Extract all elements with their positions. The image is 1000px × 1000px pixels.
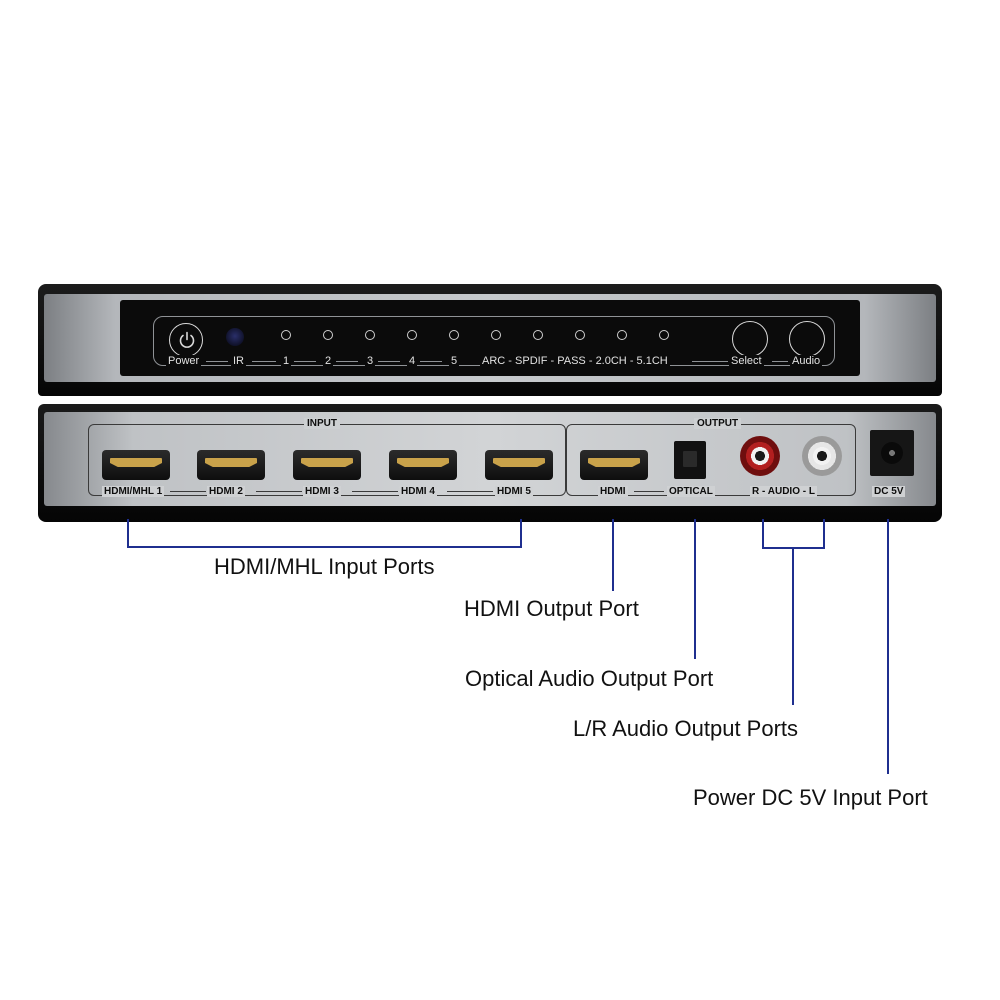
hdmi-input-port-5[interactable]	[485, 450, 553, 480]
audio-mode-51ch: 5.1CH	[636, 355, 668, 367]
rca-left-audio-port[interactable]	[802, 436, 842, 476]
optical-label: OPTICAL	[667, 486, 715, 497]
led-input-2	[323, 330, 333, 340]
callout-hdmi-inputs: HDMI/MHL Input Ports	[214, 554, 435, 579]
led-arc	[491, 330, 501, 340]
callout-line	[612, 519, 614, 591]
led-input-4	[407, 330, 417, 340]
rear-divider	[634, 491, 664, 492]
hdmi-input-port-1[interactable]	[102, 450, 170, 480]
audio-mode-spdif: SPDIF	[515, 355, 548, 367]
audio-button[interactable]	[789, 321, 825, 357]
ir-label: IR	[231, 355, 246, 367]
rear-divider	[256, 491, 302, 492]
audio-mode-pass: PASS	[557, 355, 586, 367]
front-divider	[206, 361, 228, 362]
output-section-label: OUTPUT	[694, 418, 742, 429]
hdmi-output-label: HDMI	[598, 486, 628, 497]
front-divider	[378, 361, 400, 362]
callout-line	[694, 519, 696, 659]
front-divider	[294, 361, 316, 362]
audio-mode-arc: ARC	[482, 355, 506, 367]
led-input-3	[365, 330, 375, 340]
callout-line	[823, 519, 825, 549]
power-label: Power	[166, 355, 202, 367]
callout-line	[762, 519, 764, 549]
hdmi-input-label-2: HDMI 2	[207, 486, 245, 497]
led-2ch	[617, 330, 627, 340]
callout-hdmi-output: HDMI Output Port	[464, 596, 639, 621]
audio-r-label: R	[752, 486, 760, 497]
input-indicator-label-1: 1	[281, 355, 292, 367]
callout-line	[520, 519, 522, 548]
rear-divider	[352, 491, 398, 492]
callout-line	[127, 546, 522, 548]
callout-optical-output: Optical Audio Output Port	[465, 666, 714, 691]
select-label: Select	[729, 355, 764, 367]
optical-output-port[interactable]	[674, 441, 706, 479]
callout-line	[887, 519, 889, 774]
power-icon	[179, 331, 195, 348]
audio-mid-label: AUDIO	[767, 486, 800, 497]
hdmi-output-port[interactable]	[580, 450, 648, 480]
hdmi-input-port-4[interactable]	[389, 450, 457, 480]
input-indicator-label-4: 4	[407, 355, 418, 367]
led-spdif	[533, 330, 543, 340]
front-divider	[772, 361, 788, 362]
led-input-1	[281, 330, 291, 340]
front-divider	[420, 361, 442, 362]
hdmi-input-label-1: HDMI/MHL 1	[102, 486, 165, 497]
rca-right-audio-port[interactable]	[740, 436, 780, 476]
callout-lr-audio: L/R Audio Output Ports	[573, 716, 799, 741]
front-divider	[252, 361, 276, 362]
hdmi-input-label-4: HDMI 4	[399, 486, 437, 497]
hdmi-input-label-3: HDMI 3	[303, 486, 341, 497]
input-section-label: INPUT	[304, 418, 340, 429]
front-divider	[692, 361, 728, 362]
led-input-5	[449, 330, 459, 340]
input-indicator-label-2: 2	[323, 355, 334, 367]
audio-rl-label: R - AUDIO - L	[750, 486, 817, 497]
hdmi-input-port-3[interactable]	[293, 450, 361, 480]
dc-label: DC 5V	[872, 486, 906, 497]
hdmi-input-label-5: HDMI 5	[495, 486, 533, 497]
audio-mode-labels: ARC - SPDIF - PASS - 2.0CH - 5.1CH	[480, 355, 670, 367]
dc-power-jack[interactable]	[870, 430, 914, 476]
led-pass	[575, 330, 585, 340]
input-indicator-label-3: 3	[365, 355, 376, 367]
callout-line	[127, 519, 129, 548]
audio-label: Audio	[790, 355, 823, 367]
led-51ch	[659, 330, 669, 340]
select-button[interactable]	[732, 321, 768, 357]
front-divider	[336, 361, 358, 362]
rear-divider	[447, 491, 493, 492]
audio-l-label: L	[808, 486, 815, 497]
ir-sensor	[226, 328, 244, 346]
input-indicator-label-5: 5	[449, 355, 460, 367]
callout-power-input: Power DC 5V Input Port	[693, 785, 928, 810]
power-button[interactable]	[169, 323, 203, 357]
callout-line	[792, 547, 794, 705]
audio-mode-2ch: 2.0CH	[595, 355, 627, 367]
rear-divider	[170, 491, 206, 492]
hdmi-input-port-2[interactable]	[197, 450, 265, 480]
